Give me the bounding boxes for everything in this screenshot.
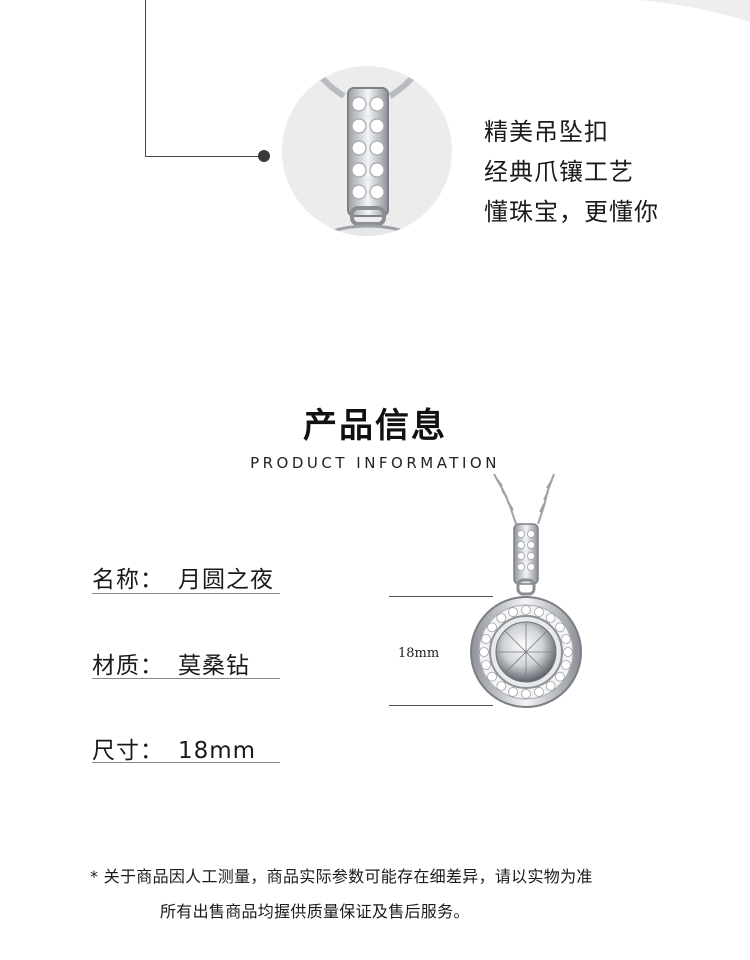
- pendant-image: [470, 473, 582, 708]
- halo-stone: [496, 681, 507, 691]
- halo-stone: [545, 613, 556, 623]
- disclaimer-line-2: 所有出售商品均握供质量保证及售后服务。: [160, 902, 470, 921]
- spec-row-material: 材质： 莫桑钻: [92, 646, 250, 680]
- dimension-line-top: [389, 596, 493, 597]
- corner-decoration: [640, 0, 750, 22]
- spec-value: 18mm: [178, 738, 257, 764]
- leader-line-vertical: [145, 0, 146, 156]
- halo-stone: [534, 607, 544, 617]
- halo-stone: [521, 605, 531, 615]
- halo-stone: [561, 660, 571, 670]
- halo-stone: [481, 634, 491, 644]
- halo-stone: [479, 647, 489, 657]
- spec-underline: [92, 762, 280, 763]
- spec-row-size: 尺寸： 18mm: [92, 731, 256, 765]
- spec-underline: [92, 593, 280, 594]
- halo-stone: [487, 622, 497, 633]
- spec-underline: [92, 678, 280, 679]
- feature-line-2: 经典爪镶工艺: [484, 158, 634, 186]
- spec-label: 尺寸：: [92, 738, 164, 764]
- halo-stone: [555, 671, 565, 682]
- halo-stone: [496, 613, 507, 623]
- feature-line-1: 精美吊坠扣: [484, 118, 609, 146]
- leader-line-horizontal: [145, 156, 263, 157]
- spec-value: 月圆之夜: [178, 567, 274, 593]
- disclaimer-line-1: * 关于商品因人工测量，商品实际参数可能存在细差异，请以实物为准: [90, 867, 593, 886]
- halo-stone: [508, 687, 518, 697]
- dimension-line-bottom: [389, 705, 493, 706]
- halo-stone: [555, 622, 565, 633]
- halo-stone: [487, 671, 497, 682]
- halo-stone: [563, 647, 573, 657]
- spec-row-name: 名称： 月圆之夜: [92, 560, 274, 594]
- spec-value: 莫桑钻: [178, 653, 250, 679]
- halo-stone: [508, 607, 518, 617]
- dimension-label: 18mm: [398, 646, 440, 661]
- feature-line-3: 懂珠宝，更懂你: [484, 198, 659, 226]
- section-subtitle: PRODUCT INFORMATION: [250, 454, 500, 472]
- halo-stone: [481, 660, 491, 670]
- halo-stone: [561, 634, 571, 644]
- leader-dot: [258, 150, 270, 162]
- halo-stone: [545, 681, 556, 691]
- halo-stone: [521, 689, 531, 699]
- spec-label: 材质：: [92, 653, 164, 679]
- section-title: 产品信息: [303, 406, 447, 446]
- bail-detail-image: [282, 66, 452, 236]
- spec-label: 名称：: [92, 567, 164, 593]
- halo-stone: [534, 687, 544, 697]
